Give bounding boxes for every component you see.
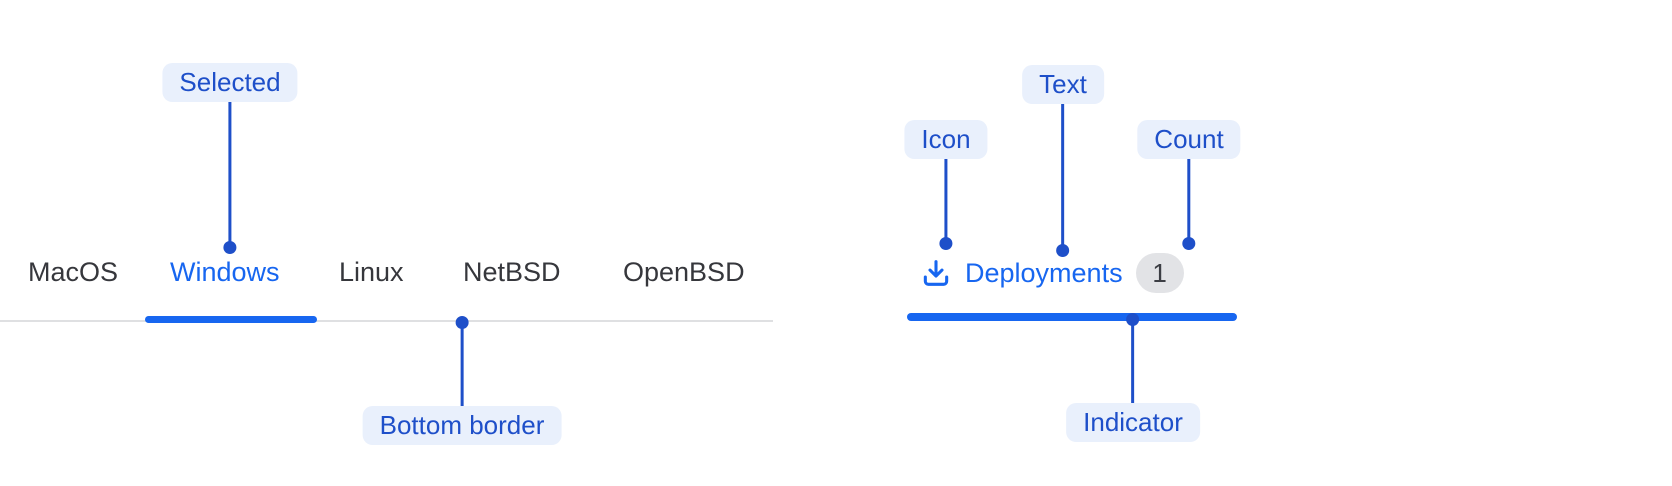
annotation-text-label: Text xyxy=(1022,65,1104,104)
annotation-bottom-border: Bottom border xyxy=(362,316,562,445)
annotation-selected: Selected xyxy=(162,63,298,254)
selected-tab-underline xyxy=(145,316,317,323)
annotation-text-line xyxy=(1061,104,1065,246)
tab-linux[interactable]: Linux xyxy=(339,256,404,287)
annotation-text: Text xyxy=(1022,65,1104,257)
tab-deployments-label: Deployments xyxy=(965,257,1123,288)
annotation-text-dot xyxy=(1056,244,1070,257)
tab-deployments[interactable]: Deployments 1 xyxy=(920,252,1184,294)
annotation-bottom-border-dot xyxy=(455,316,469,329)
annotation-indicator-line xyxy=(1131,324,1135,403)
tab-macos[interactable]: MacOS xyxy=(28,256,119,287)
tab-openbsd[interactable]: OpenBSD xyxy=(623,256,745,287)
tab-count-badge: 1 xyxy=(1135,253,1184,293)
annotation-selected-line xyxy=(228,102,232,243)
annotation-indicator-dot xyxy=(1126,313,1140,326)
annotation-selected-label: Selected xyxy=(162,63,298,102)
tabs-example-basic: MacOS Windows Linux NetBSD OpenBSD xyxy=(0,0,800,486)
tabs-bottom-border xyxy=(0,320,773,322)
annotation-icon-line xyxy=(944,159,948,239)
active-tab-indicator xyxy=(907,313,1237,321)
annotation-indicator-label: Indicator xyxy=(1066,403,1200,442)
annotation-icon-label: Icon xyxy=(904,120,988,159)
annotation-bottom-border-line xyxy=(460,327,464,406)
annotation-count-line xyxy=(1187,159,1191,239)
annotation-indicator: Indicator xyxy=(1066,313,1200,442)
tab-windows[interactable]: Windows xyxy=(170,256,280,287)
annotation-icon-dot xyxy=(939,237,953,250)
annotation-count-label: Count xyxy=(1137,120,1241,159)
annotation-icon: Icon xyxy=(904,120,988,250)
tab-netbsd[interactable]: NetBSD xyxy=(463,256,561,287)
annotation-count: Count xyxy=(1137,120,1241,250)
annotation-bottom-border-label: Bottom border xyxy=(362,406,562,445)
annotation-selected-dot xyxy=(223,241,237,254)
annotation-count-dot xyxy=(1182,237,1196,250)
download-icon xyxy=(923,260,949,286)
